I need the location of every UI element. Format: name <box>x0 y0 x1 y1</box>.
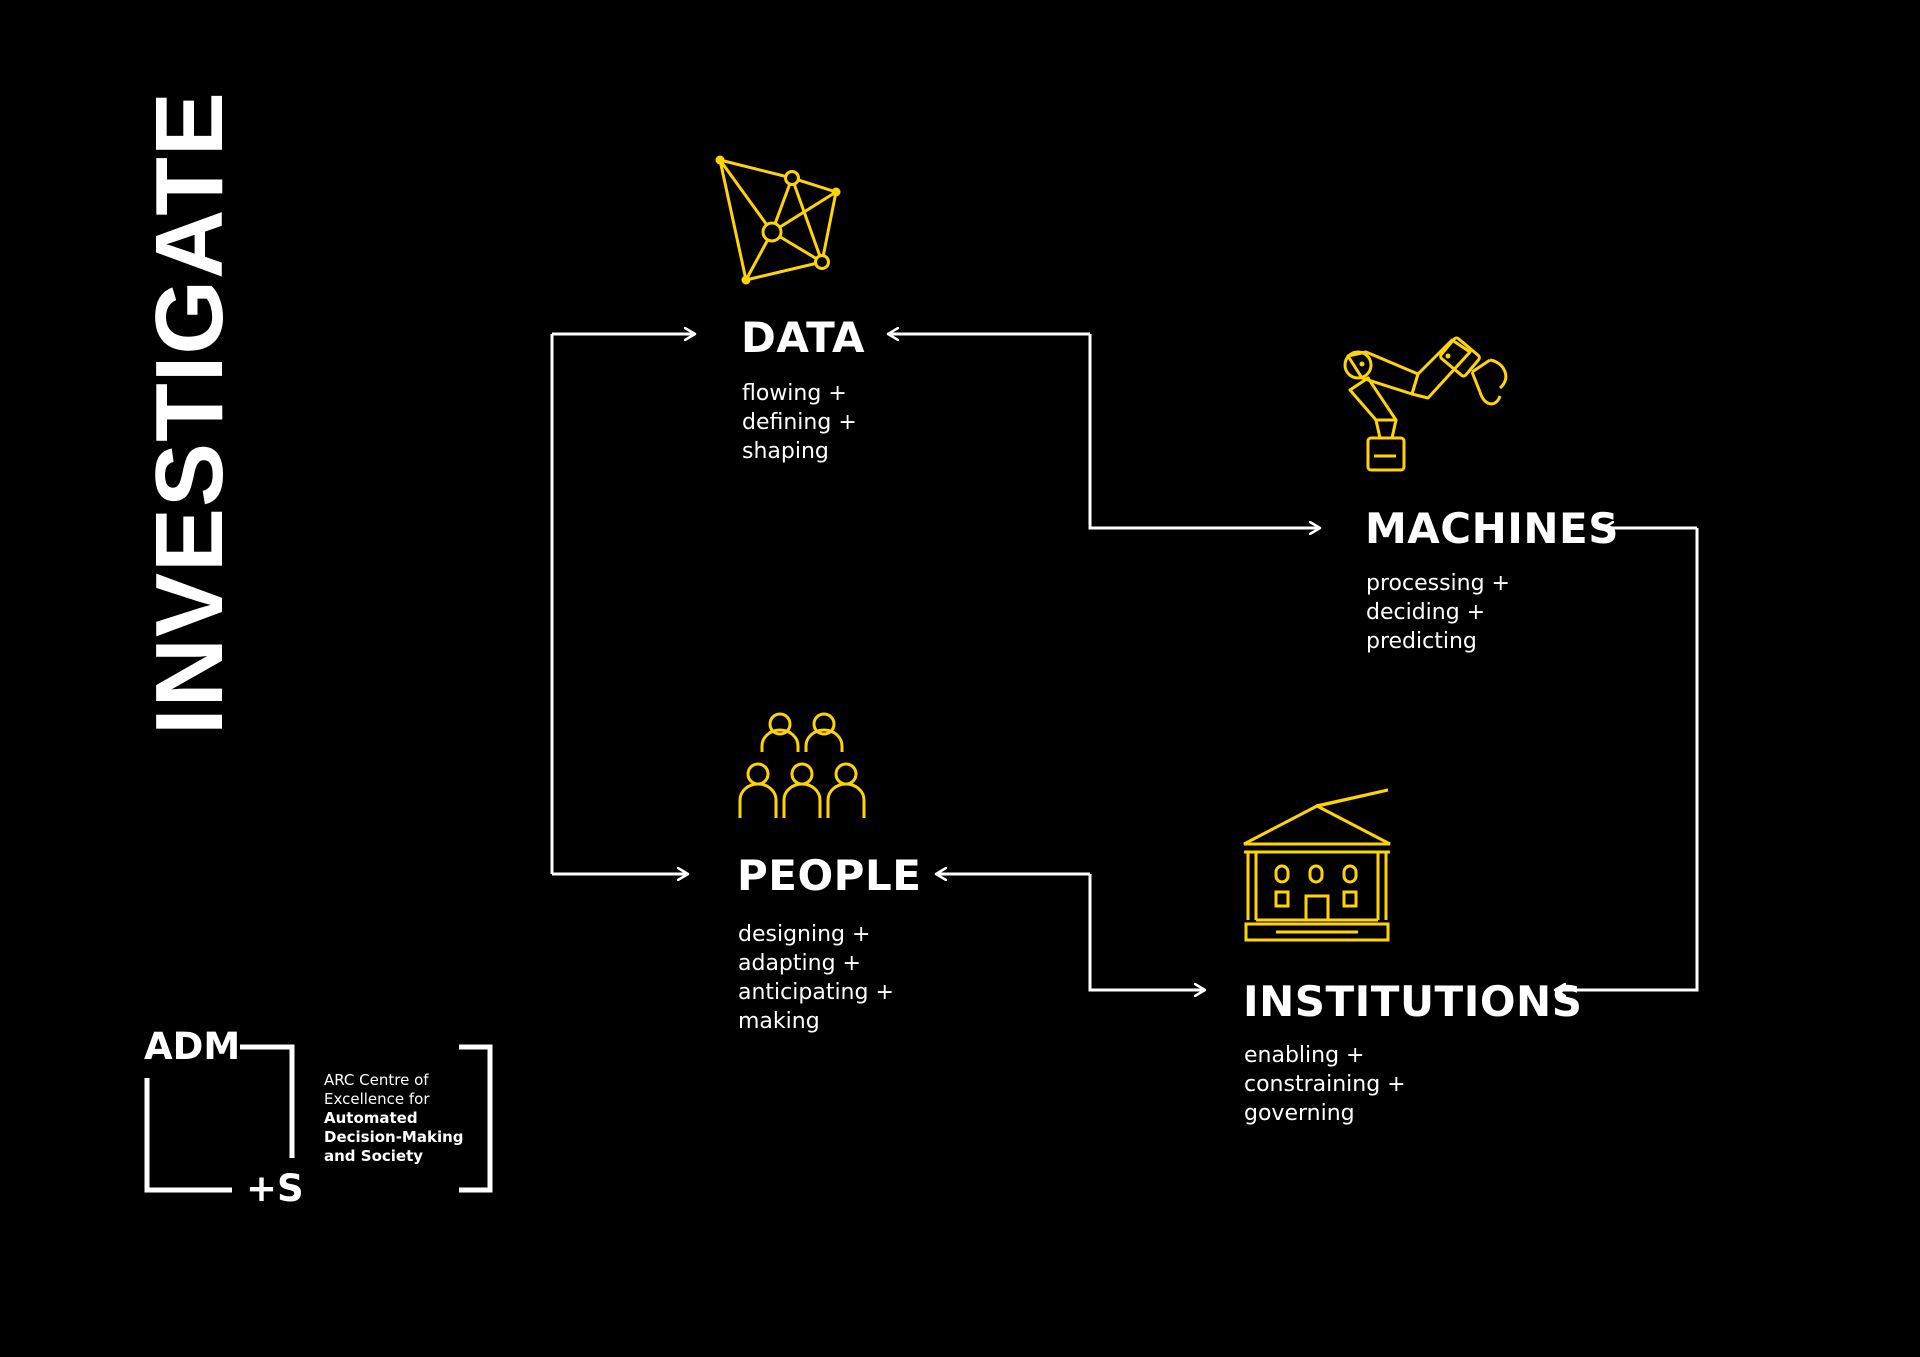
node-people-label: PEOPLE <box>737 851 922 900</box>
node-institutions-label: INSTITUTIONS <box>1243 977 1583 1026</box>
connector-data-machines <box>888 334 1320 528</box>
node-data-label: DATA <box>741 313 866 362</box>
logo-mark-top: ADM <box>144 1025 241 1068</box>
people-group-icon <box>738 712 866 818</box>
building-icon <box>1243 788 1391 942</box>
node-machines-label: MACHINES <box>1365 504 1619 553</box>
connector-data-people <box>550 334 695 874</box>
node-institutions-description: enabling + constraining + governing <box>1244 1043 1406 1126</box>
network-icon <box>715 155 841 285</box>
node-people-description: designing + adapting + anticipating + ma… <box>738 922 894 1034</box>
page-title: INVESTIGATE <box>136 91 243 735</box>
node-data-description: flowing + defining + shaping <box>742 381 857 464</box>
logo-text: ARC Centre of Excellence for Automated D… <box>324 1071 464 1165</box>
robot-arm-icon <box>1343 336 1508 472</box>
connector-people-institutions <box>936 874 1205 990</box>
logo-brackets <box>144 1044 493 1193</box>
node-machines-description: processing + deciding + predicting <box>1366 571 1510 654</box>
connector-machines-institutions <box>1555 528 1699 990</box>
logo-mark-bottom: +S <box>246 1167 304 1210</box>
